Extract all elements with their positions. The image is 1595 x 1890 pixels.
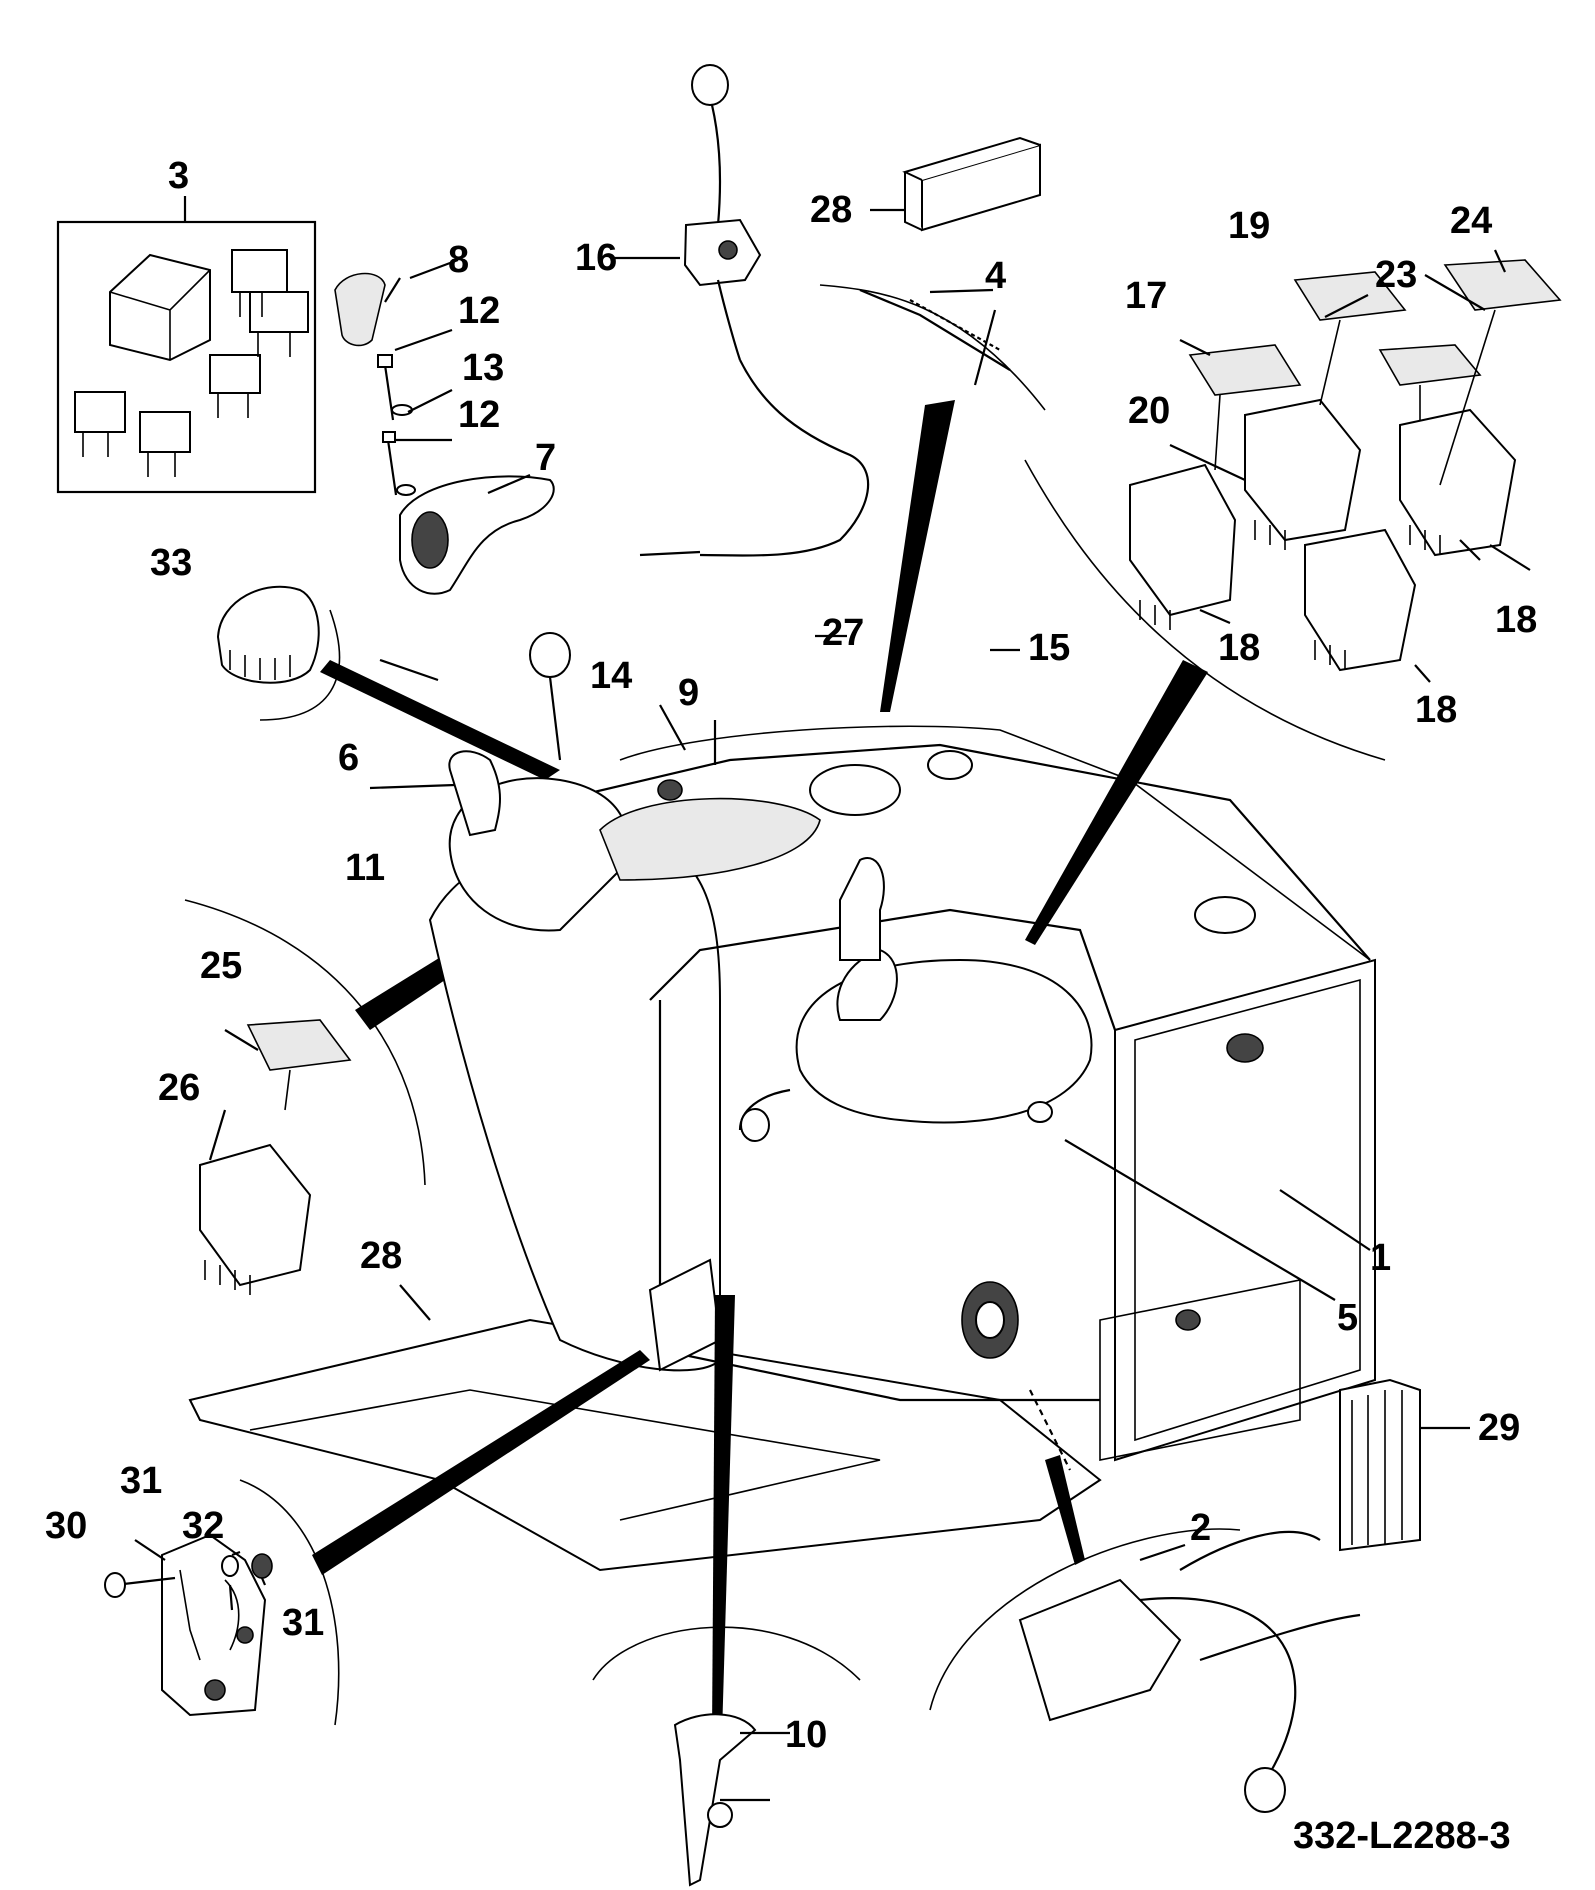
callout-17: 17 <box>1125 275 1167 317</box>
callout-18c: 18 <box>1495 599 1537 641</box>
callout-4: 4 <box>985 255 1006 297</box>
callout-28: 28 <box>810 189 852 231</box>
fuse-relay-kit <box>56 196 317 494</box>
throttle-lever-cable <box>612 64 870 557</box>
callout-14: 14 <box>590 655 632 697</box>
callout-6: 6 <box>338 737 359 779</box>
callout-7: 7 <box>535 437 556 479</box>
callout-24: 26 <box>158 1067 200 1109</box>
extrusion-27 <box>1339 1378 1470 1552</box>
knob-33 <box>216 585 560 780</box>
callout-10: 10 <box>785 1714 827 1756</box>
callout-32: 32 <box>182 1505 224 1547</box>
lever-10 <box>592 1626 861 1887</box>
callout-20: 20 <box>1128 390 1170 432</box>
callout-12b: 12 <box>458 394 500 436</box>
callout-2: 2 <box>1190 1507 1211 1549</box>
harness-2 <box>929 1455 1361 1813</box>
callout-11: 11 <box>345 847 385 889</box>
callout-27: 29 <box>1478 1407 1520 1449</box>
handle-knob-group <box>334 272 555 595</box>
drawing-reference: 332-L2288-3 <box>1293 1815 1511 1857</box>
leader-lines <box>134 249 1531 1735</box>
callout-21: 23 <box>1375 254 1417 296</box>
callout-22: 24 <box>1450 200 1492 242</box>
spring-4 <box>819 284 1046 712</box>
callout-8: 8 <box>448 239 469 281</box>
callout-16: 16 <box>575 237 617 279</box>
callout-31: 31 <box>282 1602 324 1644</box>
callout-15: 15 <box>1028 627 1070 669</box>
callout-12a: 12 <box>458 290 500 332</box>
rocker-switch-group <box>1024 259 1562 945</box>
callout-18a: 18 <box>1218 627 1260 669</box>
callout-9: 9 <box>678 672 699 714</box>
callout-26: 28 <box>360 1235 402 1277</box>
callout-3: 3 <box>168 155 189 197</box>
callout-33: 33 <box>150 542 192 584</box>
callout-25: 27 <box>822 612 864 654</box>
callout-13: 13 <box>462 347 504 389</box>
callout-30: 31 <box>120 1460 162 1502</box>
plate-29-32 <box>104 1295 735 1735</box>
callout-23: 25 <box>200 945 242 987</box>
callout-labels: 3 8 12 13 12 7 16 28 4 17 19 24 23 20 18… <box>45 155 1537 1756</box>
callout-1: 1 <box>1370 1237 1391 1279</box>
callout-5: 5 <box>1337 1297 1358 1339</box>
callout-29: 30 <box>45 1505 87 1547</box>
console-body-1 <box>428 632 1376 1471</box>
callout-19: 19 <box>1228 205 1270 247</box>
callout-18b: 18 <box>1415 689 1457 731</box>
block-28 <box>870 136 1041 232</box>
